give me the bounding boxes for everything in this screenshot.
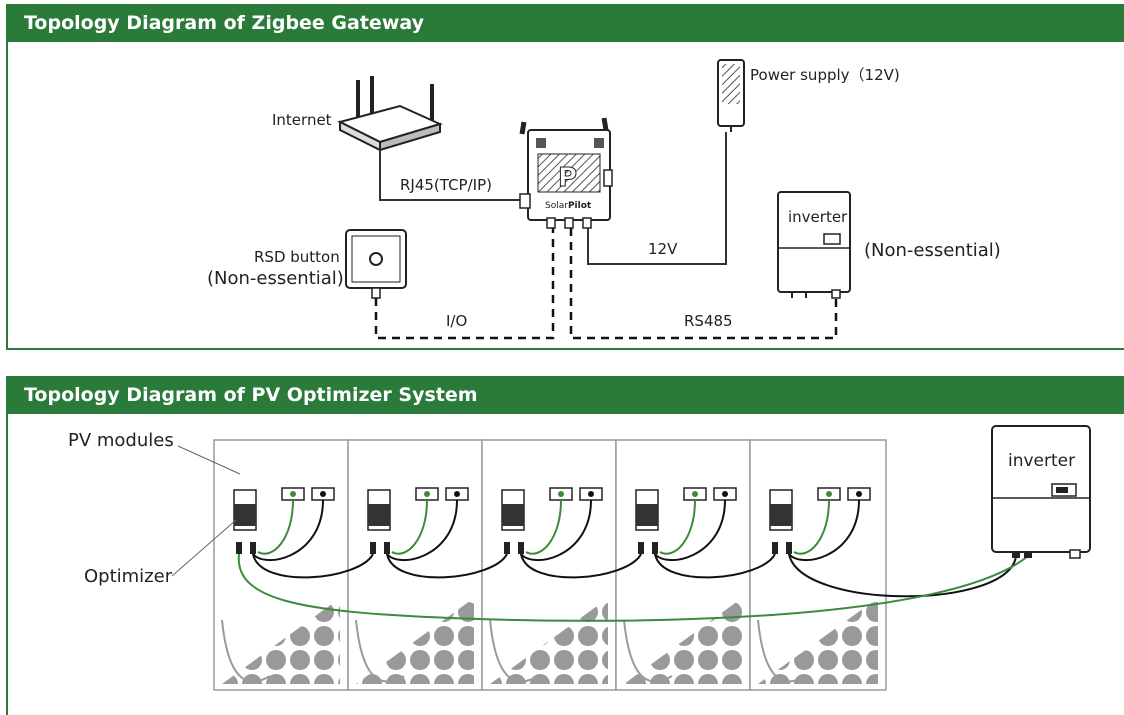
- io-label: I/O: [446, 312, 467, 330]
- gateway-brand-pilot: Pilot: [568, 201, 592, 211]
- internet-label: Internet: [272, 111, 332, 129]
- optimizer-unit-5: [769, 487, 871, 561]
- power-supply-label: Power supply（12V): [750, 66, 900, 84]
- pv-module-2: [347, 439, 483, 691]
- rj45-cable: [379, 150, 522, 201]
- pv-module-3: [481, 439, 617, 691]
- pv-module-array: [213, 439, 887, 691]
- inverter-note: (Non-essential): [864, 240, 1001, 261]
- rsd-button-icon: [345, 229, 407, 299]
- optimizer-inverter-label: inverter: [1008, 451, 1075, 471]
- gateway-section-header: Topology Diagram of Zigbee Gateway: [6, 4, 1124, 42]
- inverter-large-icon: [991, 425, 1091, 559]
- optimizer-section-title: Topology Diagram of PV Optimizer System: [24, 384, 478, 406]
- rs485-label: RS485: [684, 312, 733, 330]
- gateway-section-frame: [6, 42, 1124, 350]
- router-icon: [337, 76, 443, 152]
- pv-module-4: [615, 439, 751, 691]
- svg-text:SolarPilot: SolarPilot: [545, 201, 592, 211]
- return-green-wire: [237, 553, 1029, 622]
- rs485-cable: [569, 228, 838, 340]
- gateway-brand-solar: Solar: [545, 201, 568, 211]
- optimizer-unit-4: [635, 487, 737, 561]
- v12-label: 12V: [648, 240, 678, 258]
- optimizer-label: Optimizer: [84, 566, 173, 587]
- rj45-label: RJ45(TCP/IP): [400, 176, 492, 194]
- svg-text:P: P: [558, 163, 577, 193]
- optimizer-unit-3: [501, 487, 603, 561]
- power-supply-icon: [717, 59, 745, 132]
- optimizer-unit-1: [233, 487, 335, 561]
- inverter-icon: [777, 191, 851, 299]
- pv-modules-label: PV modules: [68, 430, 174, 451]
- rsd-note: (Non-essential): [207, 268, 344, 289]
- pv-module-1: [213, 439, 349, 691]
- io-cable: [374, 228, 555, 340]
- rsd-label: RSD button: [254, 248, 340, 266]
- pv-modules-leader: [177, 445, 241, 475]
- inverter-label: inverter: [788, 208, 848, 226]
- optimizer-units: [233, 487, 871, 561]
- series-black-wires: [252, 553, 1017, 598]
- optimizer-section-header: Topology Diagram of PV Optimizer System: [6, 376, 1124, 414]
- optimizer-unit-2: [367, 487, 469, 561]
- optimizer-leader: [171, 519, 237, 577]
- optimizer-section-frame: [6, 414, 1124, 715]
- gateway-device: P SolarPilot: [519, 117, 613, 229]
- gateway-section-title: Topology Diagram of Zigbee Gateway: [24, 12, 424, 34]
- power-cable-12v: [587, 132, 727, 265]
- pv-module-5: [749, 439, 887, 691]
